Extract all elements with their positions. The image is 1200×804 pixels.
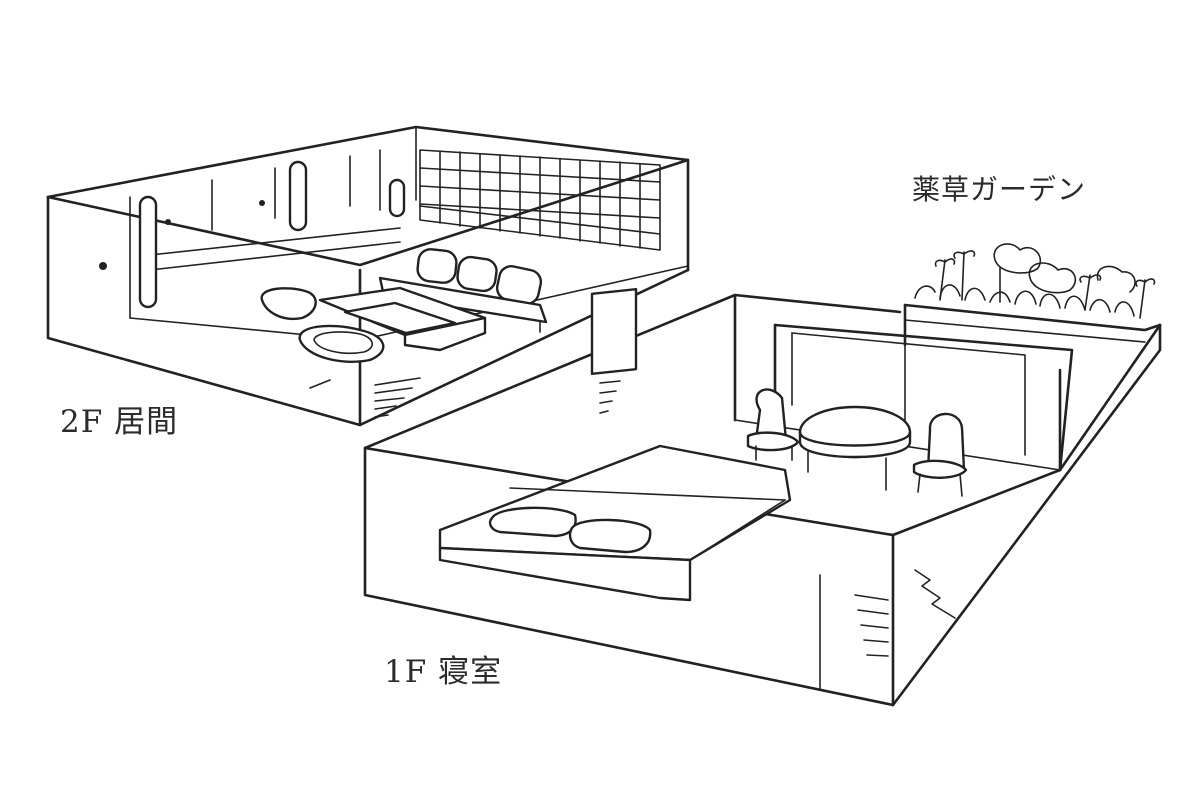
label-2f-living: 2F 居間 — [60, 404, 179, 440]
herb-garden — [903, 243, 1162, 347]
room-1f-bedroom — [363, 243, 1162, 707]
room-2f-living — [46, 125, 690, 427]
dining-set — [746, 388, 968, 497]
coffee-table — [318, 286, 487, 352]
sofa — [378, 248, 548, 333]
cushion — [260, 287, 317, 321]
bed — [438, 444, 792, 602]
large-window — [773, 323, 1074, 472]
grid-window — [419, 149, 661, 251]
label-1f-bedroom: 1F 寝室 — [384, 654, 503, 690]
wall-window — [590, 287, 638, 375]
label-herb-garden: 薬草ガーデン — [912, 173, 1087, 206]
